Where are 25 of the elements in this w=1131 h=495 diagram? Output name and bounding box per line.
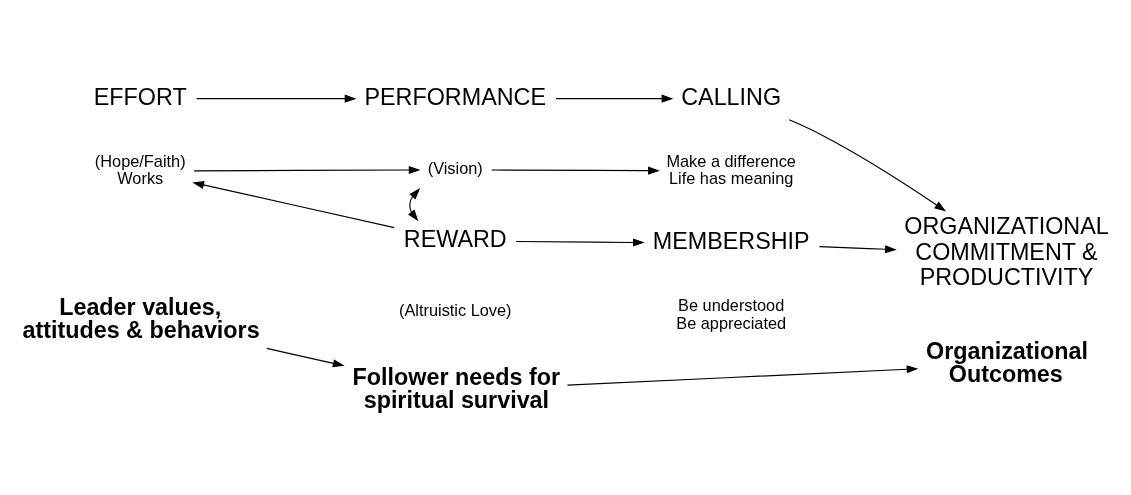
arrow bbox=[818, 244, 897, 253]
arrow bbox=[192, 180, 395, 228]
arrow bbox=[196, 94, 357, 103]
arrow bbox=[266, 347, 345, 367]
node-text: CALLING bbox=[681, 83, 782, 109]
node-text: Leader values, attitudes & behaviors bbox=[22, 293, 260, 343]
arrow bbox=[566, 364, 919, 386]
node-text: Organizational Outcomes bbox=[926, 337, 1089, 387]
arrow bbox=[555, 94, 674, 103]
arrow bbox=[193, 165, 421, 174]
arrow bbox=[407, 187, 421, 221]
node-text: Be understood Be appreciated bbox=[676, 295, 787, 332]
arrow bbox=[515, 237, 645, 247]
node-text: PERFORMANCE bbox=[364, 83, 546, 109]
node-text: (Altruistic Love) bbox=[398, 300, 512, 319]
node-text: (Vision) bbox=[427, 158, 483, 177]
node-text: REWARD bbox=[403, 225, 507, 252]
node-text: MEMBERSHIP bbox=[652, 227, 810, 254]
node-text: ORGANIZATIONAL COMMITMENT & PRODUCTIVITY bbox=[904, 212, 1109, 290]
arrow bbox=[491, 166, 660, 175]
node-text: (Hope/Faith) Works bbox=[94, 151, 186, 187]
node-text: EFFORT bbox=[93, 83, 187, 109]
node-text: Make a difference Life has meaning bbox=[666, 151, 796, 187]
arrow bbox=[788, 118, 947, 211]
node-text: Follower needs for spiritual survival bbox=[352, 363, 560, 413]
